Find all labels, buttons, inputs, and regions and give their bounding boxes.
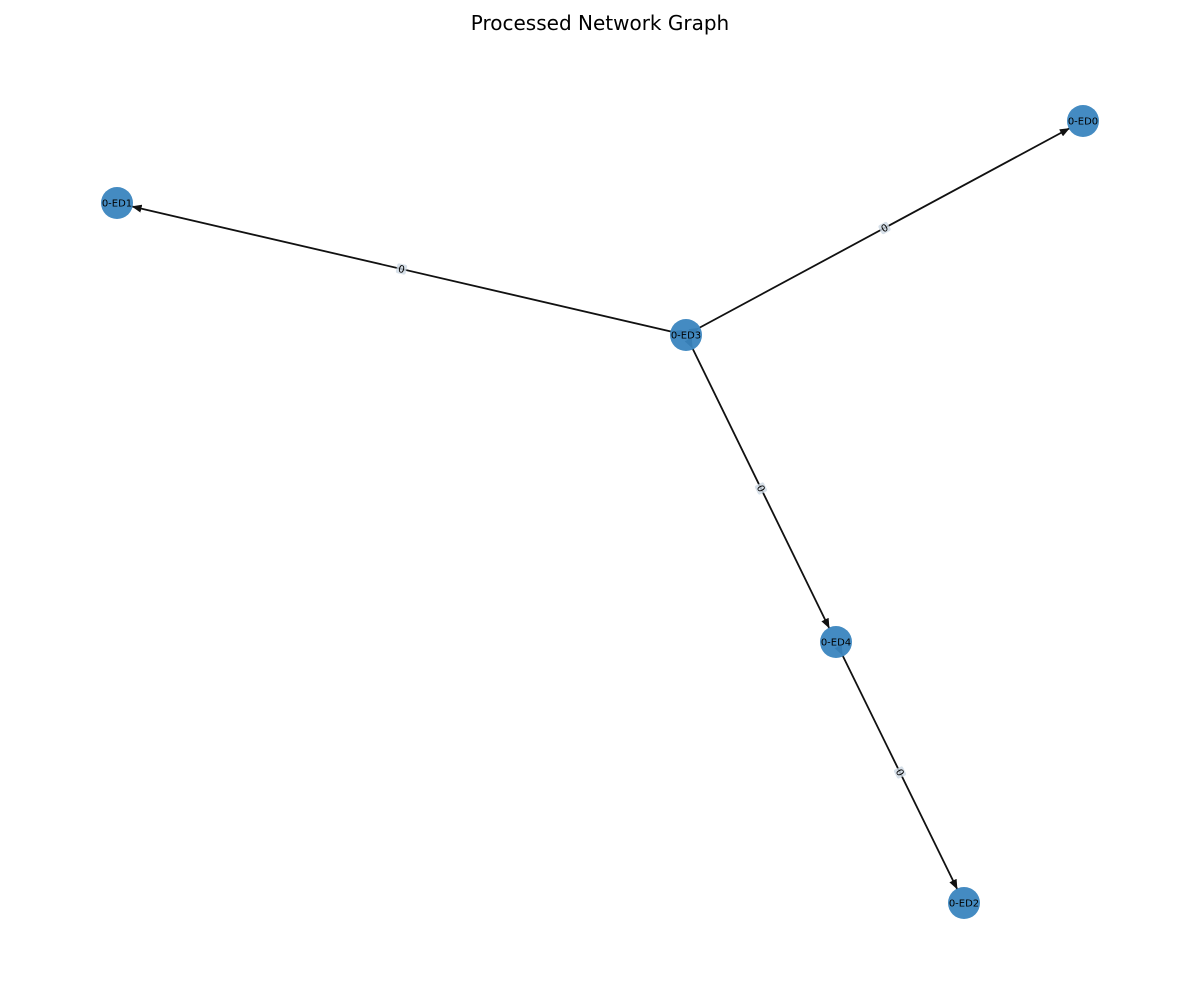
node-label: 0-ED4	[821, 638, 851, 649]
edge-label-box	[893, 766, 907, 779]
edge-label-text: 0	[893, 768, 906, 779]
node-circle	[1067, 105, 1099, 137]
node-circle	[101, 187, 133, 219]
node-0-ed1: 0-ED1	[101, 187, 133, 219]
edge-labels-layer: 0 0 0 0	[395, 221, 907, 779]
edge-label: 0	[754, 482, 768, 495]
node-0-ed3: 0-ED3	[670, 319, 702, 351]
edge-label-text: 0	[880, 223, 891, 236]
node-circle	[670, 319, 702, 351]
edge-label: 0	[878, 221, 891, 236]
edge-label-text: 0	[397, 264, 406, 276]
node-0-ed0: 0-ED0	[1067, 105, 1099, 137]
node-circle	[948, 887, 980, 919]
edge-label-box	[878, 221, 891, 235]
edge-label: 0	[395, 263, 408, 276]
node-label: 0-ED2	[949, 899, 979, 910]
edge-label-text: 0	[754, 484, 767, 495]
node-circle	[820, 626, 852, 658]
nodes-layer: 0-ED0 0-ED1 0-ED2 0-ED3 0-ED4	[101, 105, 1099, 919]
node-0-ed2: 0-ED2	[948, 887, 980, 919]
node-0-ed4: 0-ED4	[820, 626, 852, 658]
node-label: 0-ED0	[1068, 117, 1098, 128]
edge-label-box	[754, 482, 768, 495]
node-label: 0-ED3	[671, 331, 701, 342]
graph-title: Processed Network Graph	[470, 11, 730, 35]
edges-layer	[131, 127, 1071, 890]
edge-label-box	[395, 263, 408, 275]
node-label: 0-ED1	[102, 199, 132, 210]
edge-label: 0	[893, 766, 907, 779]
